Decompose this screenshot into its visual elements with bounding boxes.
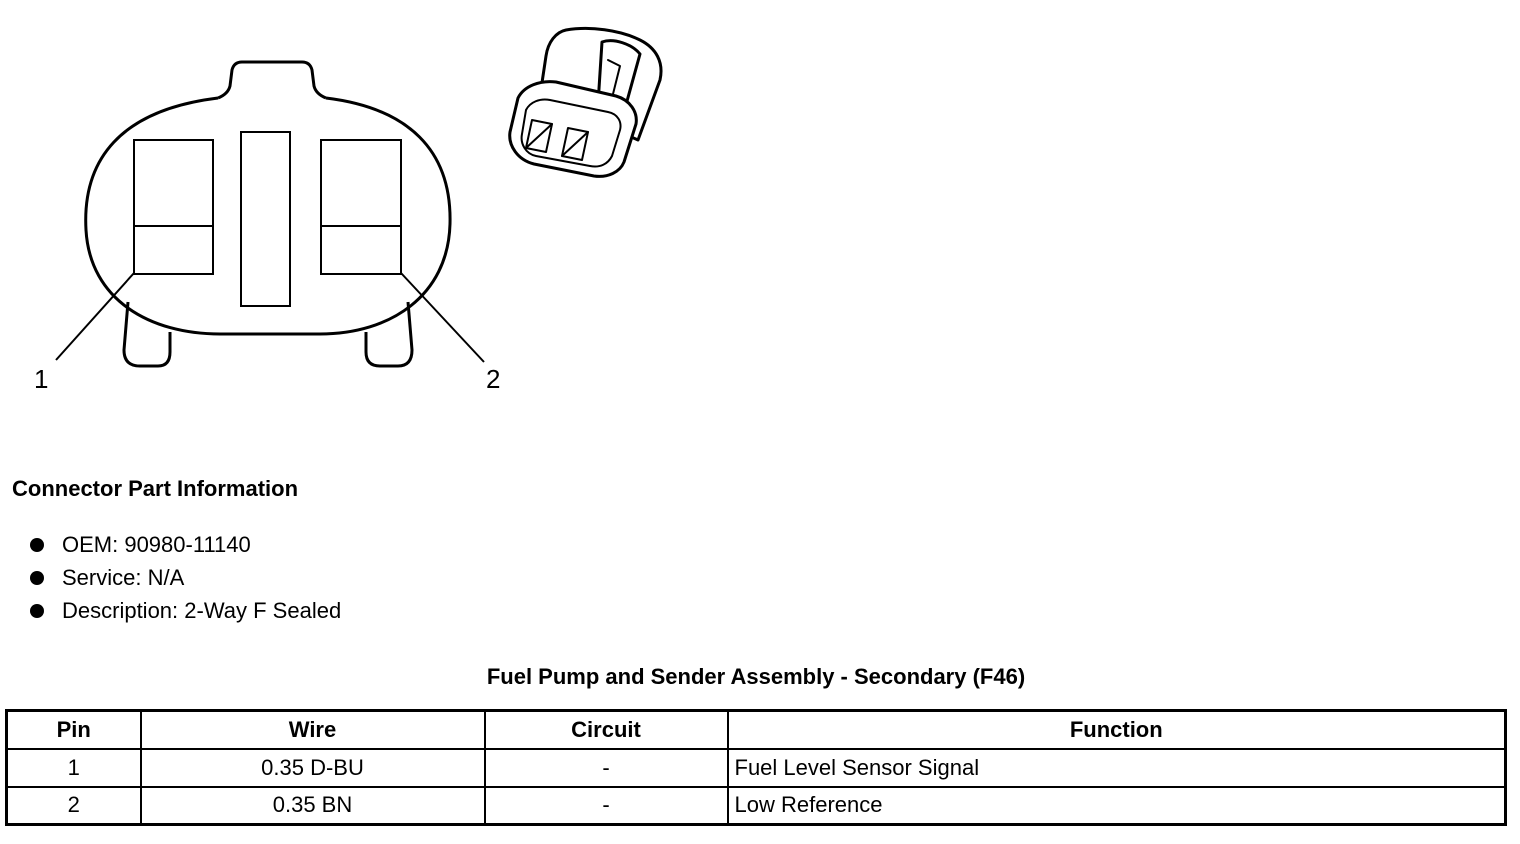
info-item-text: Description: 2-Way F Sealed xyxy=(62,598,342,623)
table-row: 1 0.35 D-BU - Fuel Level Sensor Signal xyxy=(5,747,1507,788)
cavity-1 xyxy=(133,139,214,275)
header-pin: Pin xyxy=(5,709,142,750)
cell-circuit: - xyxy=(483,747,729,788)
bullet-icon xyxy=(30,571,44,585)
cell-circuit: - xyxy=(483,785,729,826)
leader-line-1 xyxy=(55,272,135,361)
cell-function: Fuel Level Sensor Signal xyxy=(726,747,1507,788)
cell-pin: 1 xyxy=(5,747,142,788)
header-wire: Wire xyxy=(139,709,486,750)
bullet-icon xyxy=(30,538,44,552)
cell-wire: 0.35 BN xyxy=(139,785,486,826)
info-item-text: OEM: 90980-11140 xyxy=(62,532,251,557)
info-item-oem: OEM: 90980-11140 xyxy=(28,528,341,561)
table-header-row: Pin Wire Circuit Function xyxy=(5,709,1507,750)
connector-face xyxy=(84,60,452,368)
info-item-service: Service: N/A xyxy=(28,561,341,594)
pinout-table: Pin Wire Circuit Function 1 0.35 D-BU - … xyxy=(5,709,1507,826)
cell-wire: 0.35 D-BU xyxy=(139,747,486,788)
leader-line-2 xyxy=(400,272,485,363)
info-item-description: Description: 2-Way F Sealed xyxy=(28,594,341,627)
header-function: Function xyxy=(726,709,1507,750)
bullet-icon xyxy=(30,604,44,618)
cell-pin: 2 xyxy=(5,785,142,826)
connector-diagram: 1 2 xyxy=(34,26,663,394)
connector-3d-illustration xyxy=(508,26,663,178)
header-circuit: Circuit xyxy=(483,709,729,750)
pin-label-2: 2 xyxy=(486,364,500,394)
table-row: 2 0.35 BN - Low Reference xyxy=(5,785,1507,826)
cavity-2 xyxy=(320,139,402,275)
table-title: Fuel Pump and Sender Assembly - Secondar… xyxy=(486,664,1026,689)
center-key xyxy=(240,131,291,307)
cell-function: Low Reference xyxy=(726,785,1507,826)
connector-info-list: OEM: 90980-11140 Service: N/A Descriptio… xyxy=(28,528,341,627)
connector-part-info-heading: Connector Part Information xyxy=(12,476,299,501)
info-item-text: Service: N/A xyxy=(62,565,185,590)
pin-label-1: 1 xyxy=(34,364,48,394)
